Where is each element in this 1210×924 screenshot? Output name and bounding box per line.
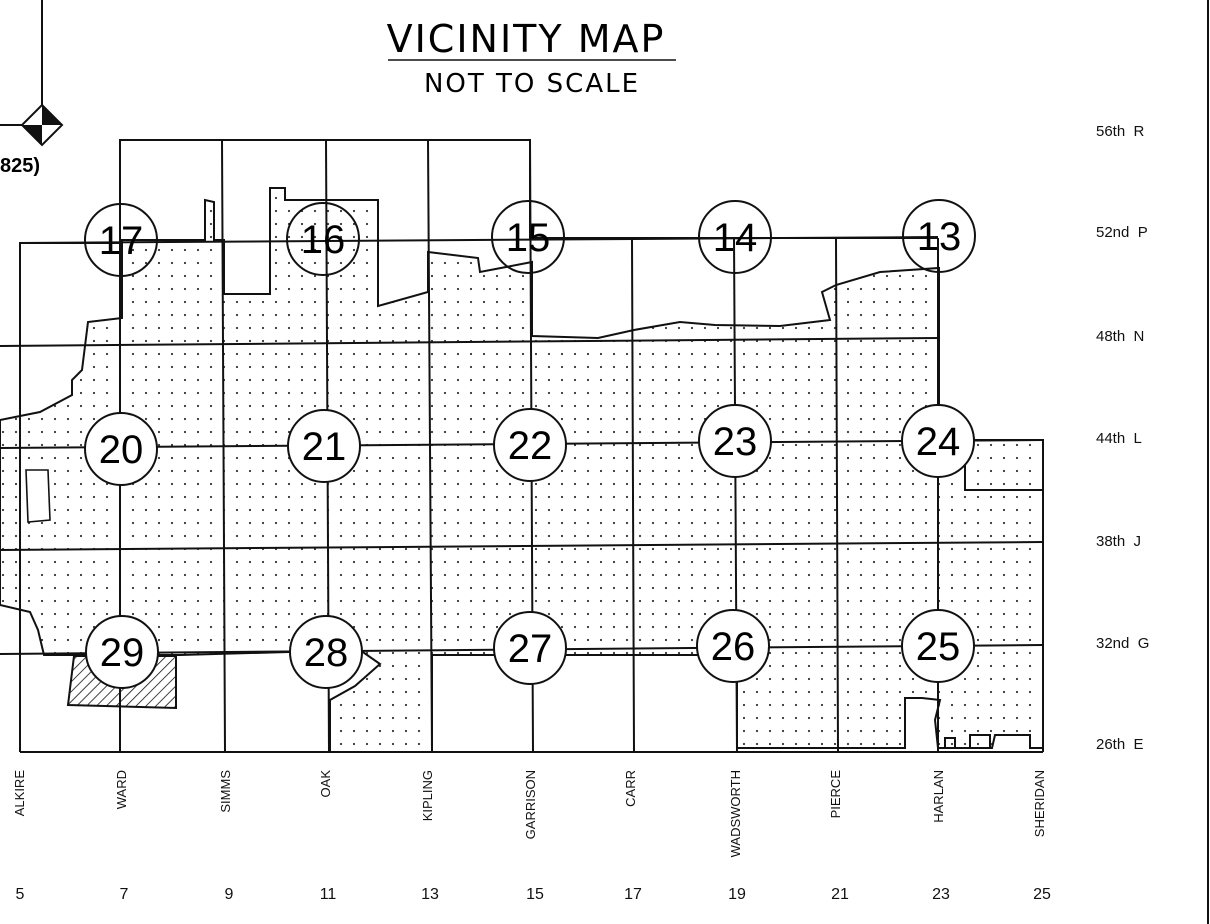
section-22: 22 [493,408,567,482]
section-number: 14 [713,216,758,260]
section-number: 28 [304,631,349,675]
map-title: VICINITY MAP [387,17,666,61]
section-number: 17 [99,219,144,263]
section-number: 21 [302,425,347,469]
section-number: 16 [301,218,346,262]
section-number: 20 [99,428,144,472]
street-number-23: 23 [932,886,950,903]
section-26: 26 [696,609,770,683]
street-number-19: 19 [728,886,746,903]
street-label-kipling: KIPLING [420,770,435,821]
street-label-ward: WARD [114,770,129,809]
section-number: 13 [917,215,962,259]
avenue-label-56th: 56th R [1096,123,1145,140]
avenue-label-52nd: 52nd P [1096,224,1148,241]
street-label-sheridan: SHERIDAN [1032,770,1047,837]
street-number-7: 7 [120,886,129,903]
street-label-oak: OAK [318,770,333,798]
section-number: 26 [711,625,756,669]
section-28: 28 [289,615,363,689]
section-20: 20 [84,412,158,486]
section-21: 21 [287,409,361,483]
section-25: 25 [901,609,975,683]
map-subtitle: NOT TO SCALE [424,69,640,99]
section-23: 23 [698,404,772,478]
section-number: 15 [506,216,551,260]
section-24: 24 [901,404,975,478]
section-14: 14 [698,200,772,274]
benchmark-diamond-icon [20,103,64,147]
avenue-label-48th: 48th N [1096,328,1144,345]
avenue-label-38th: 38th J [1096,533,1141,550]
section-number: 23 [713,420,758,464]
street-label-harlan: HARLAN [931,770,946,823]
street-number-11: 11 [320,886,337,903]
section-29: 29 [85,615,159,689]
street-label-wadsworth: WADSWORTH [728,770,743,857]
section-15: 15 [491,200,565,274]
avenue-label-26th: 26th E [1096,736,1144,753]
section-16: 16 [286,202,360,276]
avenue-label-32nd: 32nd G [1096,635,1149,652]
section-number: 27 [508,627,553,671]
street-label-garrison: GARRISON [523,770,538,839]
street-number-21: 21 [831,886,849,903]
avenue-label-44th: 44th L [1096,430,1142,447]
street-number-17: 17 [624,886,642,903]
section-17: 17 [84,203,158,277]
street-label-simms: SIMMS [218,770,233,813]
section-number: 24 [916,420,961,464]
section-number: 25 [916,625,961,669]
section-number: 22 [508,424,553,468]
street-number-5: 5 [16,886,25,903]
section-13: 13 [902,199,976,273]
section-number: 29 [100,631,145,675]
street-number-15: 15 [526,886,544,903]
street-label-alkire: ALKIRE [12,770,27,817]
street-label-carr: CARR [623,770,638,807]
street-label-pierce: PIERCE [828,770,843,819]
street-number-9: 9 [225,886,234,903]
street-number-25: 25 [1033,886,1051,903]
section-27: 27 [493,611,567,685]
corner-label: 825) [0,155,40,177]
street-number-13: 13 [421,886,439,903]
